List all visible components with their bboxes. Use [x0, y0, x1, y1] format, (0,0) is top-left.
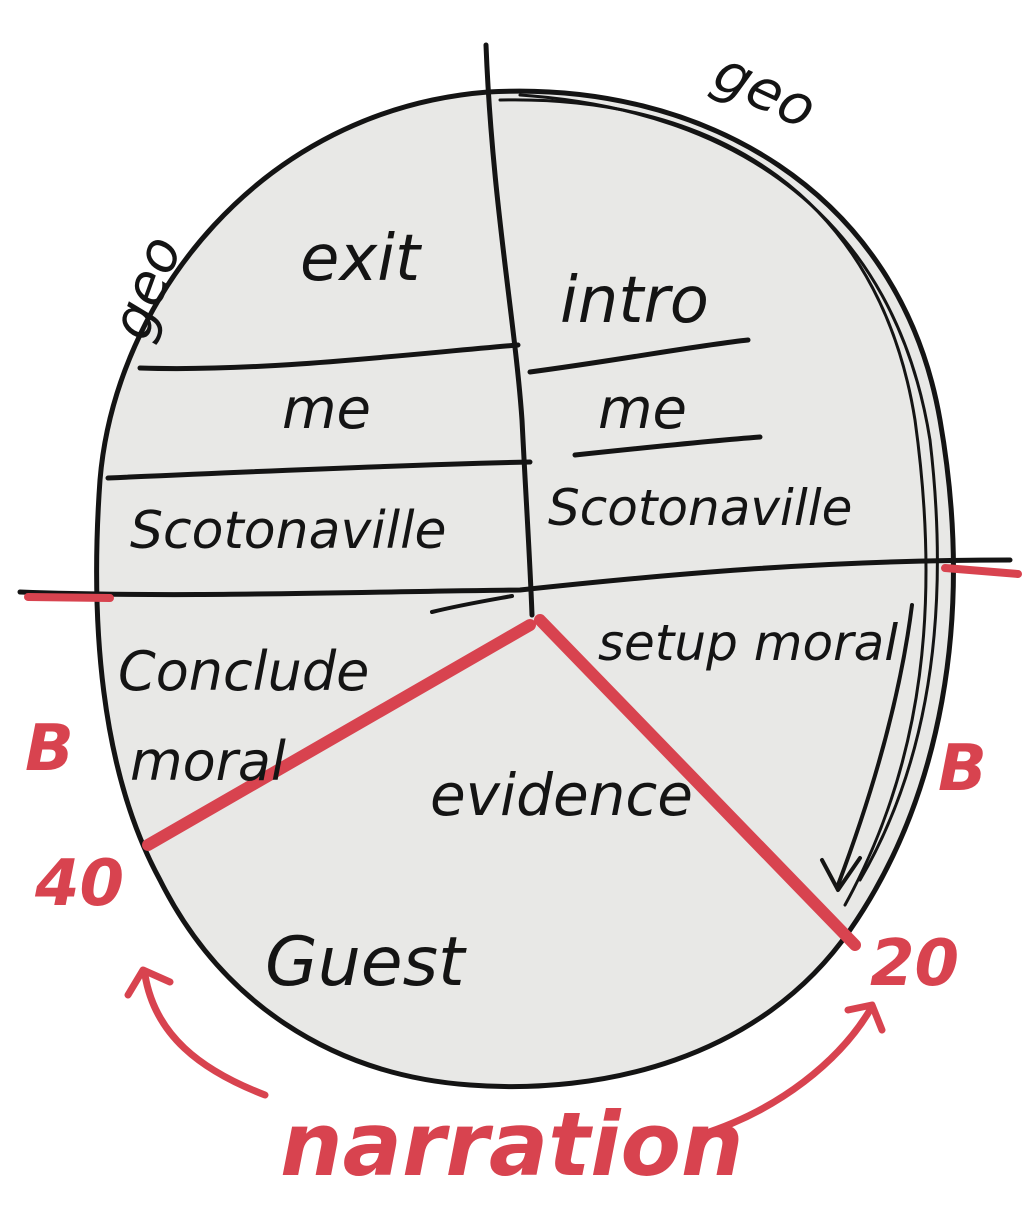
vertical-divider [483, 42, 535, 618]
circle-scribble-2 [518, 93, 939, 882]
label-me-left: me [282, 377, 371, 442]
narration-arrow-left-head [124, 966, 174, 999]
divider-left-2 [105, 459, 533, 481]
label-scotonaville-right: Scotonaville [548, 479, 852, 537]
label-exit: exit [300, 222, 423, 296]
narration-arrow-left [141, 971, 269, 1099]
narration-arrow-right-head [844, 1001, 886, 1034]
divider-middle [17, 557, 1013, 598]
label-guest: Guest [265, 923, 467, 1002]
annotation-40: 40 [34, 847, 124, 921]
label-moral-left: moral [130, 730, 286, 793]
divider-right-2 [572, 434, 763, 458]
divider-right-1 [527, 337, 751, 375]
label-me-right: me [598, 377, 687, 442]
red-slice-right [534, 614, 861, 951]
red-axis-right-tick [941, 564, 1022, 578]
red-axis-left-tick [24, 593, 114, 602]
annotation-b-right: B [938, 732, 987, 806]
annotation-geo-right: geo [704, 39, 826, 142]
divider-middle-tick [430, 594, 514, 614]
arrow-head-right [820, 856, 862, 892]
label-evidence: evidence [430, 761, 693, 829]
annotation-b-left: B [25, 712, 74, 786]
label-setup-moral: setup moral [598, 614, 898, 672]
label-intro: intro [560, 264, 709, 338]
arrow-down-right [836, 603, 914, 887]
divider-left-1 [137, 342, 521, 372]
narration-arrow-right [696, 1006, 874, 1139]
red-slice-left [142, 619, 536, 851]
label-conclude: Conclude [118, 640, 369, 703]
label-scotonaville-left: Scotonaville [130, 501, 447, 561]
annotation-narration: narration [280, 1093, 744, 1196]
annotation-20: 20 [870, 927, 959, 1001]
